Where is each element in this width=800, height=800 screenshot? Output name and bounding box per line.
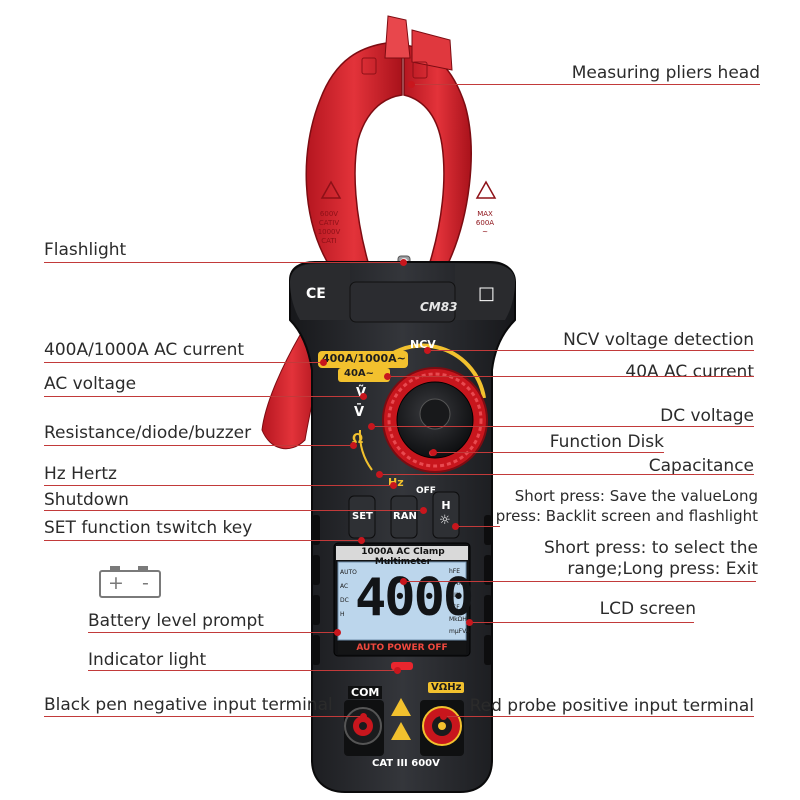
dot-set-key	[358, 537, 365, 544]
function-disk	[382, 367, 488, 473]
dot-lcd	[466, 619, 473, 626]
dot-ac-current-400	[320, 359, 327, 366]
current-range-badge	[318, 351, 408, 368]
cat-rating: CAT III 600V	[372, 758, 440, 769]
dial-mark-off: OFF	[416, 486, 436, 496]
dot-black-pen	[360, 713, 367, 720]
com-label: COM	[348, 686, 383, 699]
line-hz	[44, 485, 394, 486]
line-function-disk	[434, 452, 664, 453]
lcd-right-icons: hFE MAX MIN °CF MkΩHz mμFVA	[449, 568, 470, 635]
battery-icon	[99, 566, 161, 598]
dot-hz	[390, 482, 397, 489]
label-dc-voltage: DC voltage	[660, 406, 754, 426]
label-range-2: range;Long press: Exit	[567, 559, 758, 579]
backlight-icon: ☼	[439, 513, 451, 528]
label-red-probe: Red probe positive input terminal	[469, 696, 754, 716]
dial-mark-dcv: V̄	[354, 405, 365, 420]
dot-ac-current-40	[384, 373, 391, 380]
dot-pliers-head	[408, 81, 415, 88]
line-black-pen	[44, 716, 364, 717]
dot-ac-voltage	[360, 393, 367, 400]
label-ac-voltage: AC voltage	[44, 374, 137, 394]
dot-dc-voltage	[368, 423, 375, 430]
auto-power-off: AUTO POWER OFF	[356, 643, 448, 653]
battery-symbol-text: + -	[108, 572, 155, 594]
line-resistance	[44, 445, 354, 446]
line-dc-voltage	[372, 426, 754, 427]
label-capacitance: Capacitance	[648, 456, 754, 476]
line-range	[404, 581, 756, 582]
label-battery: Battery level prompt	[88, 611, 264, 631]
line-ac-voltage	[44, 396, 364, 397]
dot-shutdown	[420, 507, 427, 514]
label-set-key: SET function tswitch key	[44, 518, 253, 538]
line-hold-button	[456, 526, 500, 527]
set-button[interactable]: SET	[352, 511, 373, 522]
lcd-title: 1000A AC Clamp Multimeter	[361, 547, 445, 567]
line-ac-current-40	[388, 376, 754, 377]
label-short-press-save-1: Short press: Save the valueLong	[514, 487, 758, 505]
lcd-reading: 4000	[355, 568, 474, 628]
label-resistance: Resistance/diode/buzzer	[44, 423, 252, 443]
label-lcd: LCD screen	[599, 599, 696, 619]
ce-mark: CE	[306, 286, 326, 302]
double-insulation-mark: □	[478, 283, 496, 304]
line-indicator	[88, 670, 398, 671]
dot-function-disk	[430, 449, 437, 456]
line-ac-current-400	[44, 362, 322, 363]
label-pliers-head: Measuring pliers head	[571, 63, 760, 83]
line-pliers-head	[412, 84, 760, 85]
dot-red-probe	[440, 713, 447, 720]
label-shutdown: Shutdown	[44, 490, 129, 510]
vohz-label: VΩHz	[428, 682, 465, 693]
lcd-left-icons: AUTO AC DC H	[340, 569, 357, 618]
model-label: CM83	[420, 300, 458, 314]
dot-range	[400, 578, 407, 585]
line-shutdown	[44, 510, 424, 511]
line-lcd	[470, 622, 694, 623]
hold-button[interactable]: H	[441, 499, 451, 512]
label-range-1: Short press: to select the	[543, 538, 758, 558]
label-ncv: NCV voltage detection	[563, 330, 754, 350]
label-flashlight: Flashlight	[44, 240, 127, 260]
current-mark-big: 400A/1000A~	[322, 352, 406, 365]
line-flashlight	[44, 262, 404, 263]
line-capacitance	[380, 474, 754, 475]
line-red-probe	[444, 716, 754, 717]
line-battery	[88, 632, 338, 633]
dot-capacitance	[376, 471, 383, 478]
label-function-disk: Function Disk	[549, 432, 664, 452]
line-set-key	[44, 540, 362, 541]
dot-ncv	[424, 347, 431, 354]
dot-resistance	[350, 442, 357, 449]
dot-flashlight	[400, 259, 407, 266]
dot-hold-button	[452, 523, 459, 530]
ran-button[interactable]: RAN	[393, 511, 417, 522]
label-short-press-save-2: press: Backlit screen and flashlight	[495, 507, 758, 525]
current-mark-small: 40A~	[344, 368, 375, 379]
dial-mark-ohm: Ω	[352, 432, 364, 447]
label-black-pen: Black pen negative input terminal	[44, 695, 333, 715]
label-hz: Hz Hertz	[44, 464, 117, 484]
line-ncv	[428, 350, 754, 351]
pliers-head	[261, 15, 497, 450]
label-ac-current-40: 40A AC current	[625, 362, 754, 382]
label-ac-current-400: 400A/1000A AC current	[44, 340, 245, 360]
lcd-frame	[333, 542, 471, 657]
label-indicator: Indicator light	[88, 650, 207, 670]
dot-indicator	[394, 667, 401, 674]
dot-battery	[334, 629, 341, 636]
